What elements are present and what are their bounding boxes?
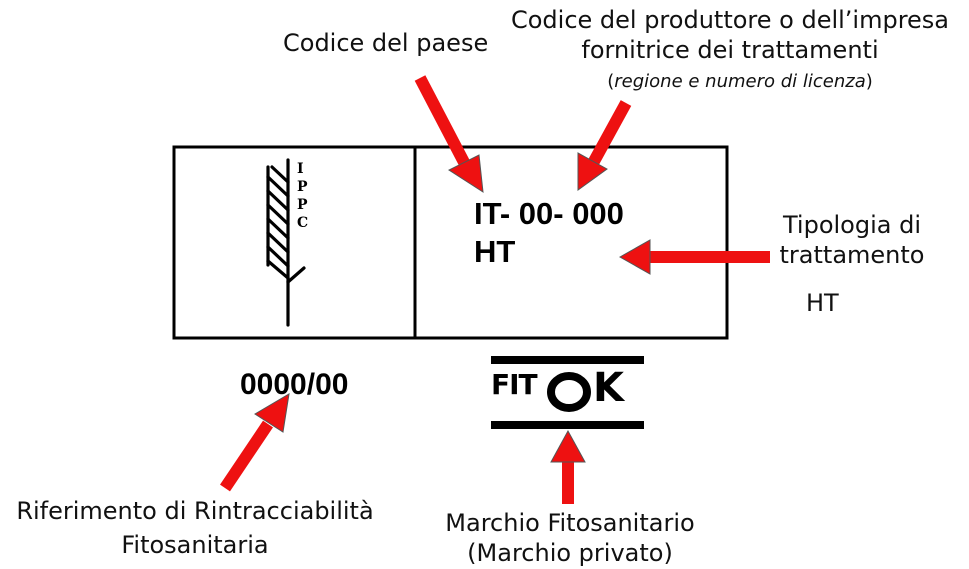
label-traceability: Riferimento di Rintracciabilità Fitosani… [0,496,390,560]
arrow-producer-code [577,100,632,191]
note-close-paren: ) [865,71,873,92]
label-phyto-mark: Marchio Fitosanitario (Marchio privato) [420,508,720,568]
mark-box [172,145,729,340]
label-producer-code-note: (regione e numero di licenza) [500,71,969,92]
label-producer-code: Codice del produttore o dell’impresa for… [480,0,969,92]
label-phyto-mark-line1: Marchio Fitosanitario [445,509,695,537]
fitok-o-shape [547,372,591,412]
label-traceability-line2: Fitosanitaria [121,531,269,559]
mark-code-line: IT- 00- 000 [474,196,624,231]
fitok-prefix: FIT [491,368,538,401]
arrow-country-code [414,75,484,193]
label-phyto-mark-line2: (Marchio privato) [467,539,673,567]
label-producer-code-line1: Codice del produttore o dell’impresa [510,6,950,34]
fitok-top-bar [491,356,644,364]
label-treatment-type-line1: Tipologia di [783,211,921,239]
arrow-phyto-mark [550,429,586,504]
ippc-letter-c: C [297,215,309,231]
label-treatment-type-value: HT [806,289,839,317]
fitok-logo [491,356,644,429]
wheat-ear-icon [266,158,306,327]
label-treatment-type-line2: trattamento [779,241,925,269]
label-treatment-type: Tipologia di trattamento [772,210,932,270]
traceability-code: 0000/00 [240,368,349,401]
ippc-letter-i: I [297,161,304,177]
fitok-bottom-bar [491,421,644,429]
ippc-letter-p1: P [297,179,308,195]
label-producer-code-line2: fornitrice dei trattamenti [581,36,879,64]
arrow-traceability [220,393,290,492]
note-open-paren: ( [607,71,615,92]
arrow-treatment-type [618,239,770,275]
label-country-code: Codice del paese [283,29,489,57]
label-traceability-line1: Riferimento di Rintracciabilità [16,497,374,525]
note-text: regione e numero di licenza [614,71,866,92]
ippc-letter-p2: P [297,197,308,213]
mark-treatment-line: HT [474,234,516,269]
ippc-letters: I P P C [297,160,311,232]
fitok-suffix-k: K [593,365,624,411]
